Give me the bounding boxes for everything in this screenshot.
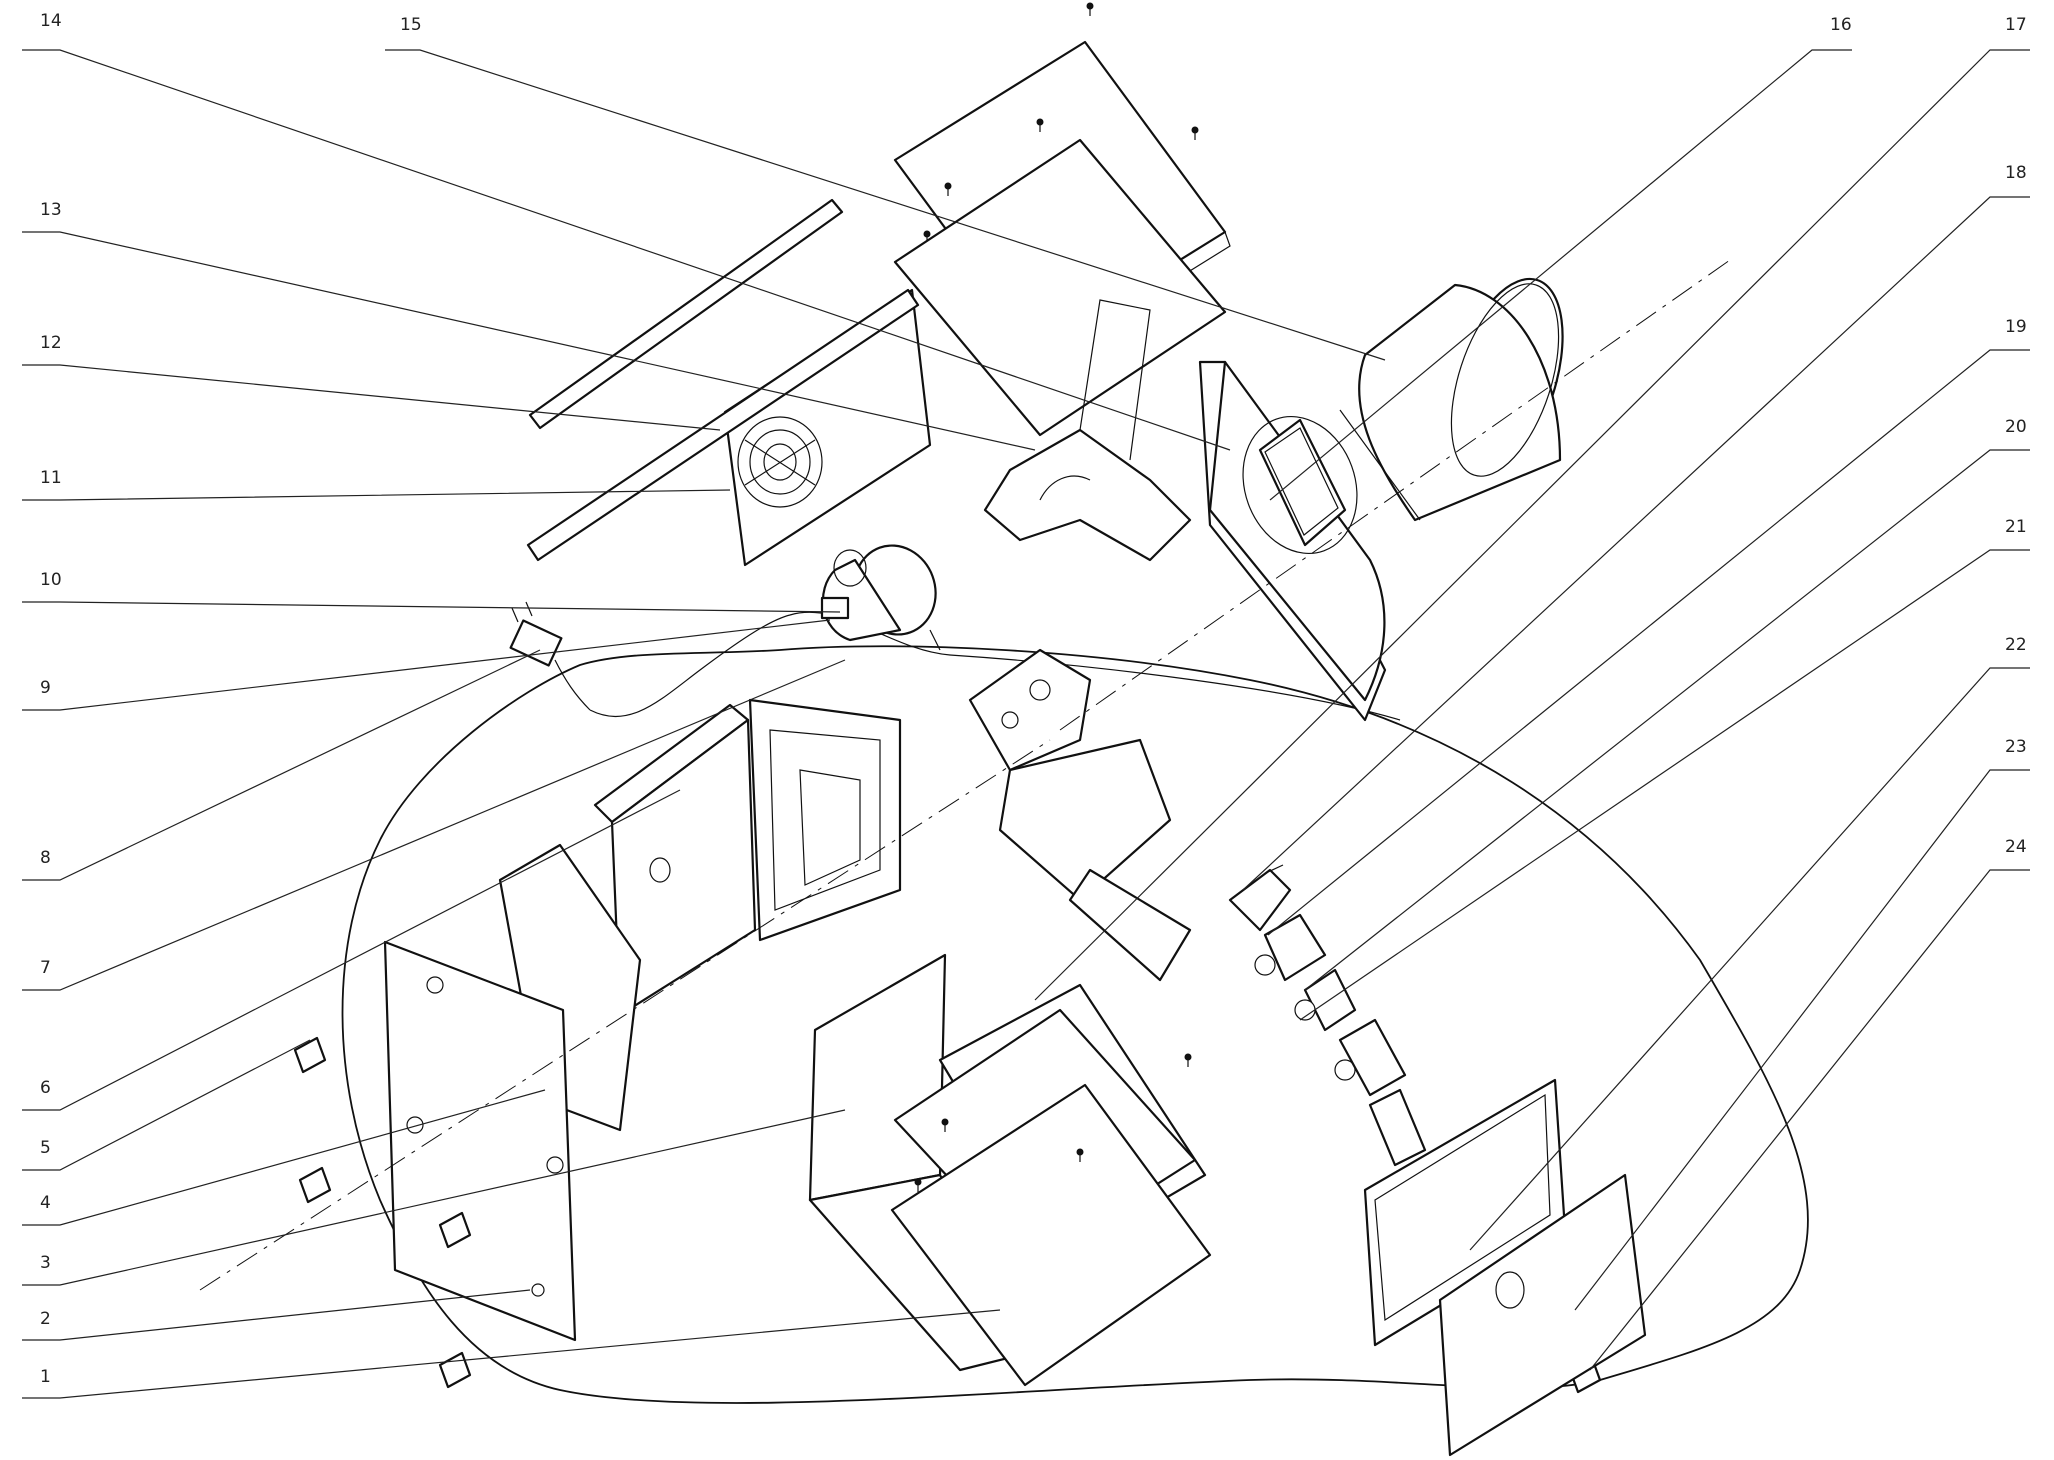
callout-2: 2: [40, 1309, 51, 1329]
callout-22: 22: [2005, 635, 2027, 655]
heater-box: [593, 698, 902, 1017]
motor: [820, 544, 941, 651]
bolts: [293, 1036, 1602, 1394]
center-bracket: [968, 648, 1192, 982]
side-cover-plate: [383, 940, 577, 1342]
callout-12: 12: [40, 333, 62, 353]
rear-panel: [893, 138, 1227, 437]
right-trays: [1363, 1078, 1647, 1457]
callout-24: 24: [2005, 837, 2027, 857]
callout-5: 5: [40, 1138, 51, 1158]
cone-funnel: [1339, 277, 1564, 522]
callout-4: 4: [40, 1193, 51, 1213]
callout-21: 21: [2005, 517, 2027, 537]
callout-14: 14: [40, 11, 62, 31]
callout-20: 20: [2005, 417, 2027, 437]
angle-rail-bottom: [526, 288, 920, 562]
callout-11: 11: [40, 468, 62, 488]
callout-13: 13: [40, 200, 62, 220]
callout-23: 23: [2005, 737, 2027, 757]
callout-9: 9: [40, 678, 51, 698]
callout-18: 18: [2005, 163, 2027, 183]
side-cover-holes: [406, 976, 564, 1297]
bottom-panel: [890, 1083, 1212, 1387]
callout-numbers: 1 2 3 4 5 6 7 8 9 10 11 12 13 14 15 16 1…: [40, 11, 2027, 1387]
callout-8: 8: [40, 848, 51, 868]
callout-19: 19: [2005, 317, 2027, 337]
leader-lines: [22, 49, 2030, 1399]
callout-3: 3: [40, 1253, 51, 1273]
linkage-parts: [1228, 864, 1427, 1167]
callout-15: 15: [400, 15, 422, 35]
lid-screws: [923, 2, 1199, 244]
bottom-panel-screws: [914, 1053, 1192, 1192]
callout-10: 10: [40, 570, 62, 590]
callout-17: 17: [2005, 15, 2027, 35]
angle-rail-top: [528, 198, 844, 430]
callout-1: 1: [40, 1367, 51, 1387]
callout-6: 6: [40, 1078, 51, 1098]
blower-outlet: [1242, 415, 1358, 555]
callout-16: 16: [1830, 15, 1852, 35]
fan-grille: [737, 416, 823, 508]
callout-7: 7: [40, 958, 51, 978]
inner-bracket: [983, 428, 1192, 562]
power-plug: [509, 601, 591, 711]
center-axis-line: [199, 259, 1731, 1291]
side-panel: [723, 288, 932, 567]
